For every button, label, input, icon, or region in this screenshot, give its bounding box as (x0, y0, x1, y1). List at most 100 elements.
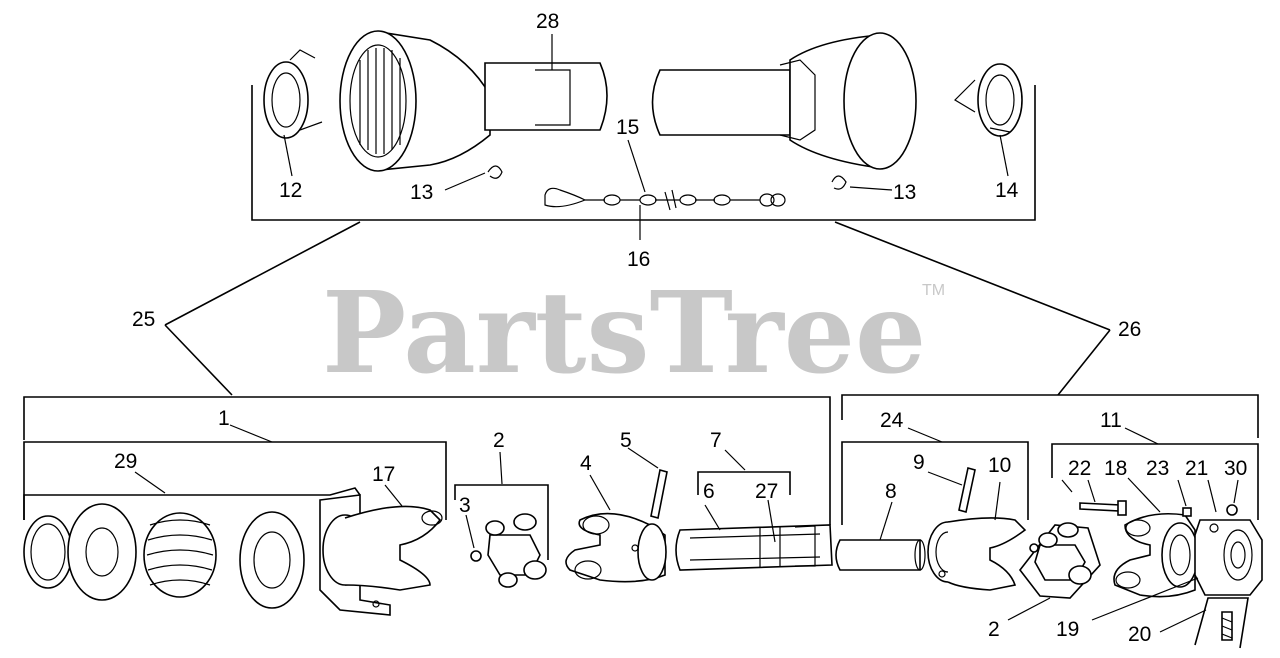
part-12-guard-bearing (263, 49, 323, 139)
group-7-bracket (697, 471, 791, 495)
leader-26-upper (834, 221, 1111, 331)
leader-20 (1159, 609, 1207, 633)
part-18-clutch-yoke (1113, 512, 1199, 598)
watermark-trademark: TM (922, 282, 945, 299)
leader-10 (994, 481, 1001, 521)
leader-2-right (1007, 597, 1051, 621)
part-3-grease-fitting (470, 550, 482, 562)
outer-guard-cone-left (339, 30, 491, 172)
callout-13-right: 13 (893, 181, 916, 204)
part-2-cross-bearing-left (485, 513, 547, 588)
part-27-shaft-profile (794, 525, 816, 567)
leader-23 (1177, 479, 1187, 507)
callout-2-left: 2 (493, 429, 505, 452)
leader-29 (134, 471, 166, 494)
callout-labels: 28 15 12 13 13 14 16 25 26 1 29 17 2 3 4… (114, 10, 1247, 646)
part-8-outer-tube (835, 539, 926, 571)
leader-3 (465, 514, 475, 549)
callout-15: 15 (616, 116, 639, 139)
callout-23: 23 (1146, 457, 1169, 480)
group-25-bracket (23, 396, 831, 525)
leader-7 (724, 449, 746, 471)
callout-3: 3 (459, 494, 471, 517)
leader-21 (1207, 479, 1217, 513)
callout-26: 26 (1118, 318, 1141, 341)
callout-21: 21 (1185, 457, 1208, 480)
leader-19 (1091, 577, 1199, 621)
leader-9 (927, 471, 963, 486)
part-14-guard-bearing (954, 63, 1023, 137)
group-24-bracket (841, 441, 1029, 525)
leader-13-right (849, 186, 893, 191)
outer-guard-cone-right (779, 32, 917, 170)
callout-9: 9 (913, 451, 925, 474)
leader-18 (1127, 477, 1161, 513)
group-11-bracket-tail (1061, 479, 1073, 493)
callout-22: 22 (1068, 457, 1091, 480)
callout-16: 16 (627, 248, 650, 271)
group-29-bracket (23, 487, 361, 520)
part-22-bolt (1079, 500, 1127, 516)
group-2-bracket-left (454, 484, 549, 560)
watermark-brand: PartsTree (322, 268, 926, 399)
callout-11: 11 (1100, 409, 1122, 432)
part-30-grease-fitting (1226, 504, 1238, 516)
guard-tube-right (651, 69, 791, 136)
callout-25: 25 (132, 308, 155, 331)
leader-13-left (444, 172, 486, 191)
callout-5: 5 (620, 429, 632, 452)
leader-12 (283, 134, 293, 177)
leader-26-lower (1057, 329, 1111, 396)
leader-2-left (499, 451, 503, 485)
callout-14: 14 (995, 179, 1019, 202)
parts-tree-watermark: PartsTree TM (322, 268, 945, 399)
part-23-nut (1182, 507, 1192, 517)
callout-2-right: 2 (988, 618, 1000, 641)
callout-20: 20 (1128, 623, 1151, 646)
leader-14 (999, 134, 1009, 177)
part-29-clutch-ring (23, 515, 73, 589)
part-29-pressure-plate (239, 511, 305, 609)
part-29-clutch-plate (67, 503, 137, 601)
leader-22 (1087, 479, 1096, 503)
callout-29: 29 (114, 450, 137, 473)
callout-17: 17 (372, 463, 395, 486)
leader-5 (627, 447, 659, 469)
leader-25-lower (164, 324, 233, 396)
guard-group-bracket (251, 85, 1036, 221)
part-16-safety-chain (544, 187, 786, 211)
callout-24: 24 (880, 409, 904, 432)
callout-12: 12 (279, 179, 302, 202)
leader-25-upper (164, 221, 361, 326)
callout-10: 10 (988, 454, 1011, 477)
callout-28: 28 (536, 10, 559, 33)
part-28-guard-tube-left (484, 62, 608, 131)
group-1-bracket (23, 441, 447, 520)
part-29-clutch-springs (143, 512, 217, 598)
group-26-bracket (841, 394, 1259, 438)
group-11-bracket (1051, 443, 1259, 520)
callout-27: 27 (755, 480, 778, 503)
part-13-screw-right (831, 175, 847, 190)
part-5-spring-pin (650, 468, 668, 520)
leader-1 (229, 424, 273, 443)
group-20-bracket (1194, 597, 1249, 649)
callout-30: 30 (1224, 457, 1247, 480)
part-17-clutch-yoke (319, 494, 443, 616)
callout-4: 4 (580, 452, 592, 475)
leader-8 (879, 501, 893, 541)
callout-19: 19 (1056, 618, 1079, 641)
part-9-spring-pin (958, 466, 976, 514)
group-2-bracket-right (1018, 524, 1101, 599)
part-2-cross-bearing-right (1029, 522, 1092, 585)
callout-18: 18 (1104, 457, 1127, 480)
leader-27 (767, 499, 776, 543)
part-13-screw-left (487, 165, 503, 179)
part-6-inner-shaft (675, 524, 833, 571)
callout-6: 6 (703, 480, 715, 503)
callout-7: 7 (710, 429, 722, 452)
leader-4 (589, 474, 611, 511)
leader-30 (1233, 479, 1239, 504)
callout-13-left: 13 (410, 181, 433, 204)
